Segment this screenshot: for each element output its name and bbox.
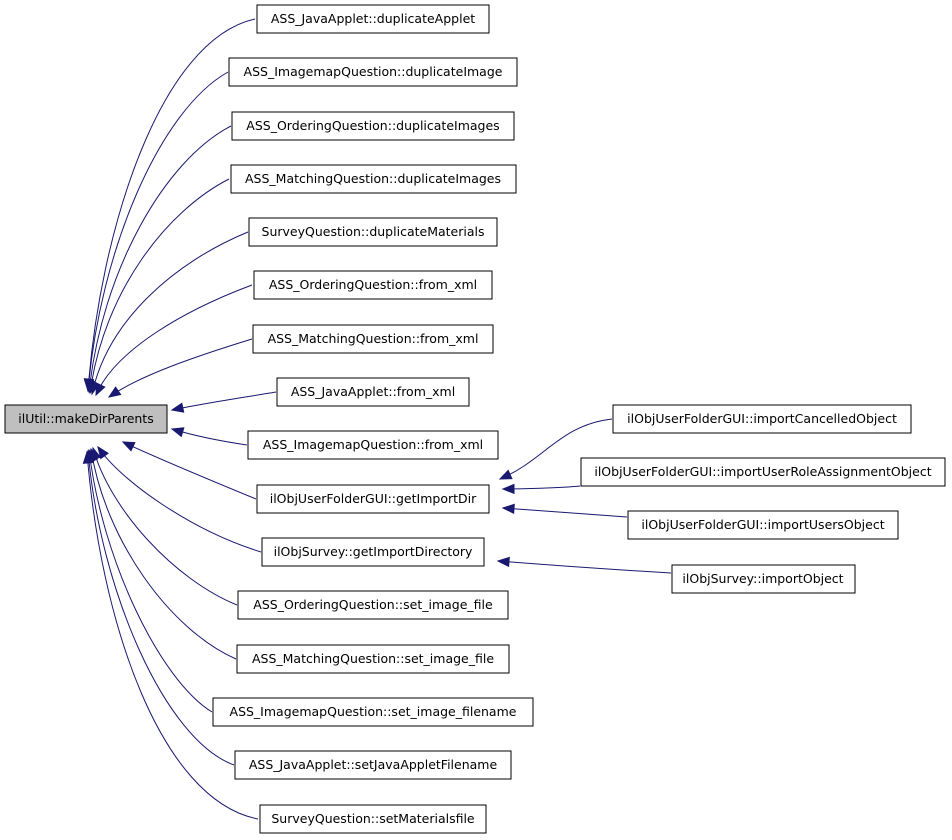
node-label: ASS_ImagemapQuestion::from_xml <box>263 437 483 452</box>
node-label: ASS_OrderingQuestion::duplicateImages <box>246 118 499 133</box>
arrowhead-n11-to-root <box>97 445 109 460</box>
node-label: ASS_OrderingQuestion::set_image_file <box>253 597 493 612</box>
edge-n10-to-root <box>122 441 257 500</box>
arrowhead-r3-to-n10 <box>501 503 515 515</box>
node-label: ASS_OrderingQuestion::from_xml <box>269 277 477 292</box>
node-label: ASS_JavaApplet::setJavaAppletFilename <box>249 757 498 772</box>
node-label: ilObjSurvey::getImportDirectory <box>274 544 473 559</box>
arrowhead-n9-to-root <box>170 427 185 438</box>
edge-r3-to-n10 <box>502 507 628 518</box>
edge-n14-to-root <box>88 449 213 713</box>
edge-n3-to-root <box>88 125 232 393</box>
edge-n6-to-root <box>95 284 253 396</box>
edge-n4-to-root <box>89 178 230 394</box>
node-set-javaapplet-filename[interactable]: ASS_JavaApplet::setJavaAppletFilename <box>234 750 512 780</box>
arrowhead-n6-to-root <box>95 382 106 397</box>
arrowhead-n10-to-root <box>121 441 136 452</box>
node-ordering-from-xml[interactable]: ASS_OrderingQuestion::from_xml <box>253 270 493 300</box>
node-label: ilObjSurvey::importObject <box>682 571 843 586</box>
node-label: ASS_ImagemapQuestion::duplicateImage <box>244 64 503 79</box>
node-label: SurveyQuestion::duplicateMaterials <box>262 224 485 239</box>
edge-n16-to-root <box>86 451 259 820</box>
node-import-user-role-assignment-object[interactable]: ilObjUserFolderGUI::importUserRoleAssign… <box>580 457 946 487</box>
node-label: ASS_MatchingQuestion::from_xml <box>268 331 479 346</box>
node-duplicate-applet[interactable]: ASS_JavaApplet::duplicateApplet <box>256 4 490 34</box>
arrowhead-r2-to-n10 <box>501 483 515 495</box>
edge-n2-to-root <box>87 71 229 392</box>
node-duplicate-materials[interactable]: SurveyQuestion::duplicateMaterials <box>248 217 498 247</box>
nodes-layer: ilUtil::makeDirParents ASS_JavaApplet::d… <box>4 4 946 834</box>
node-label: ASS_MatchingQuestion::duplicateImages <box>245 171 501 186</box>
node-survey-import-object[interactable]: ilObjSurvey::importObject <box>671 564 856 594</box>
node-label: ASS_JavaApplet::from_xml <box>291 384 455 399</box>
node-root[interactable]: ilUtil::makeDirParents <box>4 404 168 434</box>
arrowhead-r4-to-n11 <box>496 556 510 568</box>
node-label: ilObjUserFolderGUI::importUsersObject <box>641 517 884 532</box>
edge-n1-to-root <box>87 18 256 391</box>
node-root-label: ilUtil::makeDirParents <box>18 411 153 426</box>
node-get-import-dir[interactable]: ilObjUserFolderGUI::getImportDir <box>256 484 490 514</box>
node-matching-duplicate-images[interactable]: ASS_MatchingQuestion::duplicateImages <box>230 164 517 194</box>
node-ordering-duplicate-images[interactable]: ASS_OrderingQuestion::duplicateImages <box>231 111 515 141</box>
edge-r2-to-n10 <box>502 485 581 490</box>
node-import-cancelled-object[interactable]: ilObjUserFolderGUI::importCancelledObjec… <box>612 404 912 434</box>
node-imagemap-set-image-filename[interactable]: ASS_ImagemapQuestion::set_image_filename <box>212 697 534 727</box>
node-import-users-object[interactable]: ilObjUserFolderGUI::importUsersObject <box>627 510 899 540</box>
node-get-import-directory[interactable]: ilObjSurvey::getImportDirectory <box>261 537 485 567</box>
node-label: ASS_ImagemapQuestion::set_image_filename <box>230 704 517 719</box>
edges-layer <box>82 18 672 820</box>
arrowhead-n8-to-root <box>170 402 185 413</box>
node-matching-set-image-file[interactable]: ASS_MatchingQuestion::set_image_file <box>236 644 510 674</box>
edge-n5-to-root <box>91 231 249 395</box>
arrowhead-r1-to-n10 <box>498 469 513 480</box>
edge-r4-to-n11 <box>497 560 672 574</box>
node-ordering-set-image-file[interactable]: ASS_OrderingQuestion::set_image_file <box>237 590 509 620</box>
node-label: ASS_MatchingQuestion::set_image_file <box>252 651 494 666</box>
edge-n7-to-root <box>108 338 253 398</box>
node-matching-from-xml[interactable]: ASS_MatchingQuestion::from_xml <box>252 324 494 354</box>
node-label: ASS_JavaApplet::duplicateApplet <box>271 11 475 26</box>
edge-n11-to-root <box>97 446 262 553</box>
arrowhead-n7-to-root <box>107 386 122 398</box>
node-label: ilObjUserFolderGUI::getImportDir <box>270 491 477 506</box>
node-label: SurveyQuestion::setMaterialsfile <box>271 811 475 826</box>
arrowhead-n16-to-root <box>82 450 94 464</box>
node-set-materialsfile[interactable]: SurveyQuestion::setMaterialsfile <box>259 804 487 834</box>
node-imagemap-from-xml[interactable]: ASS_ImagemapQuestion::from_xml <box>247 430 499 460</box>
edge-n12-to-root <box>92 447 238 606</box>
node-duplicate-image[interactable]: ASS_ImagemapQuestion::duplicateImage <box>228 57 518 87</box>
node-javaapplet-from-xml[interactable]: ASS_JavaApplet::from_xml <box>276 377 470 407</box>
node-label: ilObjUserFolderGUI::importUserRoleAssign… <box>594 464 931 479</box>
edge-n8-to-root <box>171 391 277 411</box>
edge-r1-to-n10 <box>499 418 613 480</box>
edge-n15-to-root <box>87 450 235 766</box>
node-label: ilObjUserFolderGUI::importCancelledObjec… <box>627 411 897 426</box>
edge-n13-to-root <box>90 448 237 660</box>
